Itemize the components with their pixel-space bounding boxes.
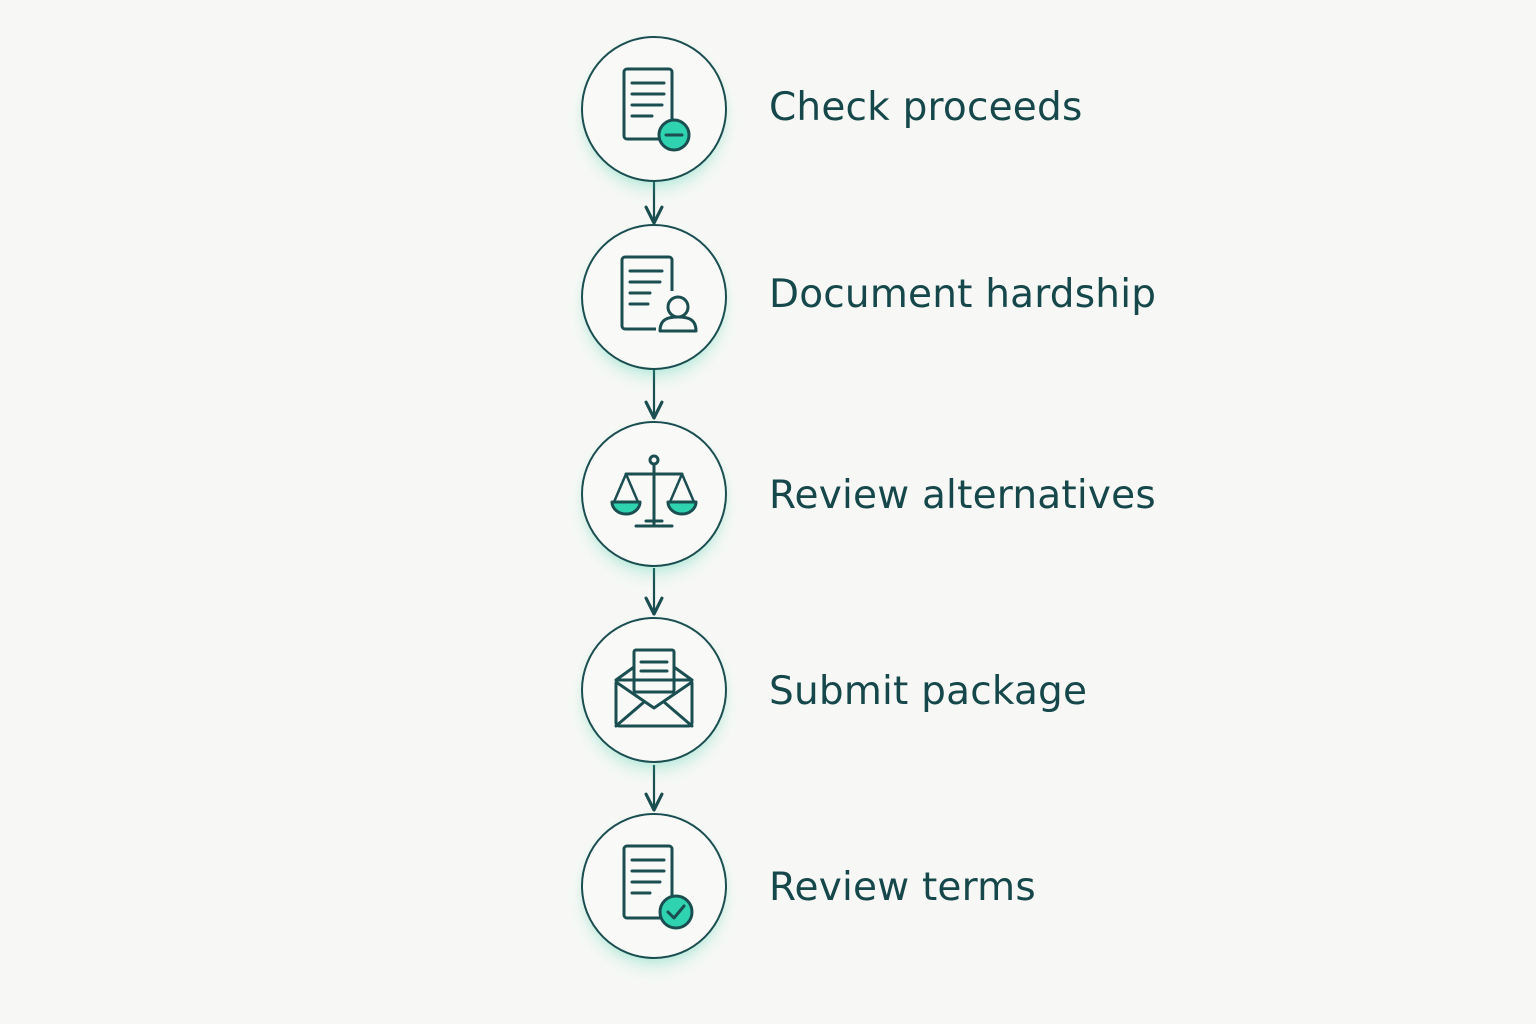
step-3-node	[581, 421, 727, 567]
document-person-icon	[620, 255, 698, 333]
step-4-label: Submit package	[769, 669, 1088, 714]
balance-scale-icon	[610, 454, 698, 528]
step-5-node	[581, 813, 727, 959]
envelope-letter-icon	[614, 648, 694, 728]
document-minus-icon	[622, 67, 691, 152]
step-3-label: Review alternatives	[769, 473, 1156, 518]
step-4-node	[581, 617, 727, 763]
step-5-label: Review terms	[769, 865, 1036, 910]
document-check-icon	[622, 844, 694, 930]
step-2-label: Document hardship	[769, 272, 1157, 317]
step-2-node	[581, 224, 727, 370]
step-1-label: Check proceeds	[769, 85, 1083, 130]
step-1-node	[581, 36, 727, 182]
